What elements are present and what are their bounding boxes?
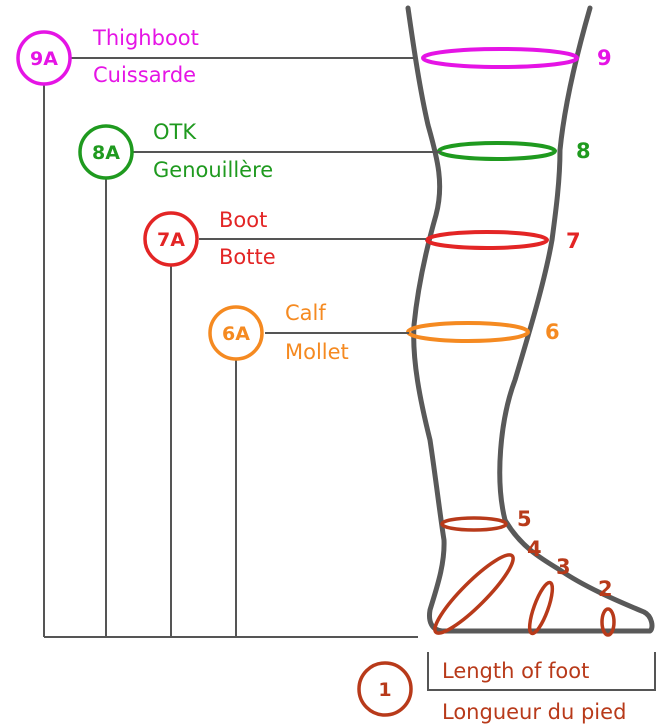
marker-6: 6 — [545, 320, 560, 344]
ring-7 — [427, 232, 547, 248]
ring-3 — [525, 580, 557, 636]
marker-8: 8 — [576, 139, 591, 163]
marker-7: 7 — [566, 229, 581, 253]
marker-2: 2 — [598, 577, 613, 601]
label-cuissarde: Cuissarde — [93, 63, 196, 87]
label-thighboot: Thighboot — [92, 26, 199, 50]
label-calf: Calf — [285, 301, 326, 325]
label-genouillere: Genouillère — [153, 158, 273, 182]
badge-6a-text: 6A — [222, 323, 250, 345]
badge-7a-text: 7A — [157, 229, 185, 251]
badge-1: 1 — [359, 663, 411, 715]
ring-6 — [408, 323, 528, 341]
badge-8a: 8A — [80, 126, 132, 178]
badge-9a: 9A — [18, 32, 70, 84]
badge-1-text: 1 — [378, 679, 391, 701]
badge-6a: 6A — [210, 307, 262, 359]
ring-9 — [423, 49, 577, 67]
marker-4: 4 — [527, 537, 542, 561]
label-botte: Botte — [219, 245, 276, 269]
leader-lines — [44, 58, 655, 690]
label-longueur-du-pied: Longueur du pied — [442, 700, 626, 724]
badge-9a-text: 9A — [30, 48, 58, 70]
badge-7a: 7A — [145, 213, 197, 265]
badge-8a-text: 8A — [92, 142, 120, 164]
ring-8 — [439, 143, 555, 159]
label-mollet: Mollet — [285, 340, 349, 364]
marker-3: 3 — [556, 555, 571, 579]
marker-5: 5 — [517, 507, 532, 531]
label-length-of-foot: Length of foot — [442, 659, 589, 683]
marker-9: 9 — [597, 46, 612, 70]
ring-5 — [442, 518, 506, 530]
label-otk: OTK — [153, 120, 197, 144]
label-boot: Boot — [219, 208, 267, 232]
